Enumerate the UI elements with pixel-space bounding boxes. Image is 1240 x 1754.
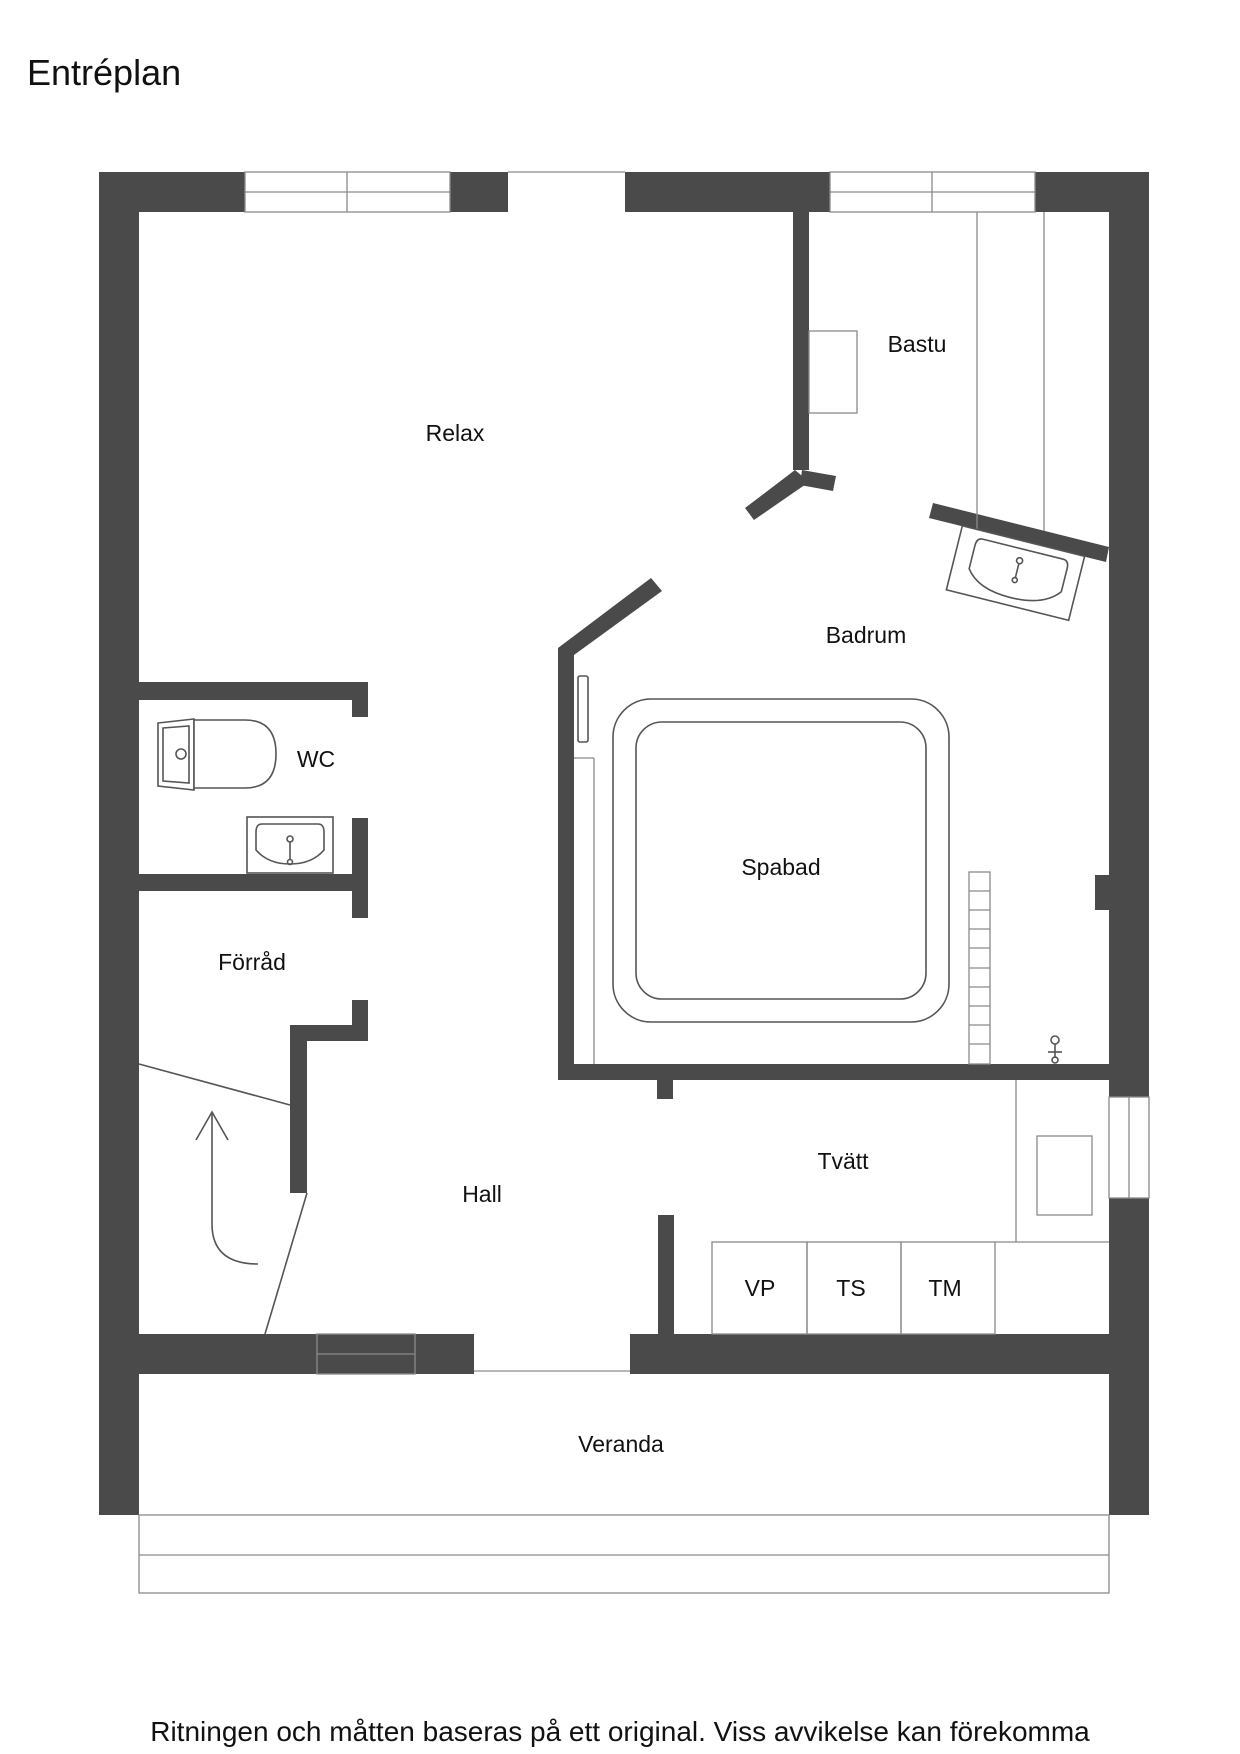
- room-label-hall: Hall: [462, 1181, 502, 1207]
- right-outer-wall-lower: [1109, 1198, 1149, 1515]
- bastu-wall-stub-left: [745, 470, 809, 520]
- badrum-sink: [945, 524, 1086, 622]
- bottom-wall-right: [630, 1334, 1109, 1374]
- veranda-railing: [138, 1514, 1110, 1594]
- appliance-label-ts: TS: [836, 1275, 865, 1301]
- badrum-bottom-stub: [657, 1080, 673, 1099]
- top-wall-mid-left: [450, 172, 508, 212]
- windows: [244, 171, 1150, 1375]
- right-wall-niche: [1095, 875, 1109, 910]
- laundry-cabinet: [1036, 1135, 1093, 1216]
- stair-direction-arrow: [211, 1114, 259, 1265]
- room-label-relax: Relax: [426, 420, 485, 446]
- spa-inner-basin: [635, 721, 927, 1000]
- bastu-details: [808, 212, 1045, 531]
- room-label-tvatt: Tvätt: [817, 1148, 869, 1174]
- wc-bottom-wall: [139, 874, 368, 891]
- room-label-spabad: Spabad: [741, 854, 820, 880]
- disclaimer-text: Ritningen och måtten baseras på ett orig…: [150, 1716, 1090, 1747]
- badrum-sink-wall: [929, 503, 1109, 562]
- stair-line-top: [138, 1063, 291, 1106]
- badrum-left-wall: [558, 578, 662, 1064]
- room-label-veranda: Veranda: [578, 1431, 664, 1457]
- wc-top-wall: [139, 682, 368, 700]
- sauna-heater: [808, 330, 858, 414]
- forrad-wall-left: [290, 1025, 307, 1193]
- bottom-wall-mid: [415, 1334, 474, 1374]
- outer-walls: [99, 172, 1149, 1515]
- forrad-wall-top: [290, 1025, 368, 1041]
- room-label-bastu: Bastu: [888, 331, 947, 357]
- room-label-forrad: Förråd: [218, 949, 286, 975]
- bastu-wall: [793, 212, 809, 470]
- floor-drain: [1050, 1035, 1060, 1045]
- wc-door-stub-top: [352, 700, 368, 717]
- tvatt-wall: [658, 1215, 674, 1334]
- badrum-bottom-wall: [558, 1064, 1109, 1080]
- toilet-bowl: [193, 719, 277, 789]
- appliance-label-vp: VP: [745, 1275, 776, 1301]
- interior-walls: [139, 212, 1109, 1334]
- wc-door-stub-bottom: [352, 818, 368, 918]
- shower-head: [577, 675, 589, 743]
- veranda-deck: [138, 1514, 1110, 1594]
- room-label-badrum: Badrum: [826, 622, 907, 648]
- stair-area: [138, 1063, 308, 1335]
- right-outer-wall-upper: [1109, 172, 1149, 1097]
- floor-plan-title: Entréplan: [27, 52, 182, 93]
- stair-line-bottom: [264, 1192, 308, 1335]
- sink-basin: [968, 538, 1069, 602]
- top-wall-left: [99, 172, 245, 212]
- appliance-label-tm: TM: [928, 1275, 961, 1301]
- room-labels: Relax Bastu Badrum WC Spabad Förråd Hall…: [218, 331, 961, 1457]
- room-label-wc: WC: [297, 746, 335, 772]
- wc-fixtures: [157, 718, 334, 874]
- top-wall-mid-right: [625, 172, 830, 212]
- spa-bath: [574, 675, 1062, 1065]
- appliance-tm: [900, 1241, 996, 1335]
- bastu-wall-stub-right: [800, 470, 836, 491]
- left-outer-wall: [99, 172, 139, 1515]
- tvatt-details: [711, 1080, 1109, 1335]
- top-wall-right: [1035, 172, 1149, 212]
- arrow-head-icon: [195, 1110, 229, 1141]
